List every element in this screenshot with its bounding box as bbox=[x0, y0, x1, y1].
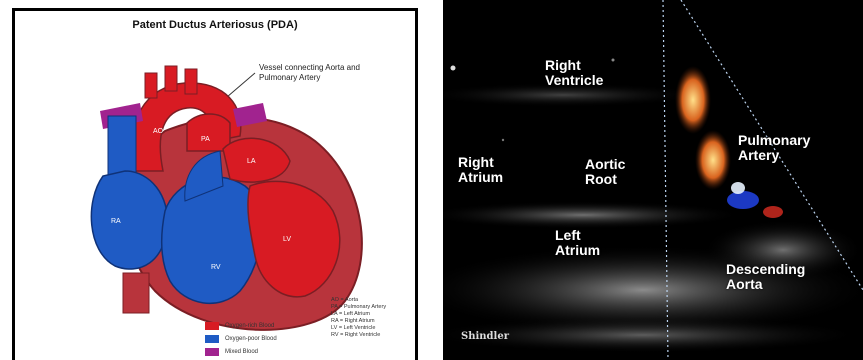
blood-legend: Oxygen-rich Blood Oxygen-poor Blood Mixe… bbox=[205, 319, 277, 358]
label-ao: AO bbox=[153, 128, 164, 135]
label-ra: RA bbox=[111, 218, 121, 225]
swatch-oxygen-poor bbox=[205, 335, 219, 343]
doppler-jet-mid bbox=[695, 130, 731, 190]
legend-label: Oxygen-poor Blood bbox=[225, 336, 277, 342]
pulmonary-artery bbox=[187, 114, 230, 151]
speck bbox=[451, 66, 456, 71]
label-aortic-root: Aortic Root bbox=[585, 157, 625, 187]
abbr-line: AO = Aorta bbox=[331, 297, 386, 304]
abbr-line: RV = Right Ventricle bbox=[331, 332, 386, 339]
label-right-ventricle: Right Ventricle bbox=[545, 58, 603, 88]
legend-item-oxygen-poor: Oxygen-poor Blood bbox=[205, 332, 277, 345]
legend-label: Mixed Blood bbox=[225, 349, 258, 355]
legend-label: Oxygen-rich Blood bbox=[225, 323, 274, 329]
abbr-line: RA = Right Atrium bbox=[331, 318, 386, 325]
legend-item-oxygen-rich: Oxygen-rich Blood bbox=[205, 319, 277, 332]
label-pa: PA bbox=[201, 136, 210, 143]
watermark: Shindler bbox=[461, 331, 509, 342]
label-lv: LV bbox=[283, 236, 291, 243]
label-right-atrium: Right Atrium bbox=[458, 155, 503, 185]
abbr-line: LA = Left Atrium bbox=[331, 311, 386, 318]
subclavian-artery bbox=[185, 69, 197, 94]
label-la: LA bbox=[247, 158, 256, 165]
abbr-line: PA = Pulmonary Artery bbox=[331, 304, 386, 311]
right-atrium bbox=[91, 171, 167, 269]
swatch-mixed bbox=[205, 348, 219, 356]
doppler-jet-white bbox=[731, 182, 745, 194]
brachiocephalic-artery bbox=[145, 73, 157, 98]
label-rv: RV bbox=[211, 264, 221, 271]
label-descending-aorta: Descending Aorta bbox=[726, 262, 805, 292]
label-pulmonary-artery: Pulmonary Artery bbox=[738, 133, 810, 163]
echocardiogram-panel: Right Ventricle Right Atrium Aortic Root… bbox=[443, 0, 863, 360]
speck bbox=[612, 59, 615, 62]
tissue-band-mid bbox=[443, 201, 743, 229]
inferior-vena-cava bbox=[123, 273, 149, 313]
swatch-oxygen-rich bbox=[205, 322, 219, 330]
label-left-atrium: Left Atrium bbox=[555, 228, 600, 258]
speck bbox=[502, 139, 504, 141]
doppler-jet-upper bbox=[675, 66, 711, 134]
doppler-jet-red bbox=[763, 206, 783, 218]
left-carotid-artery bbox=[165, 66, 177, 91]
doppler-jet-blue bbox=[727, 191, 759, 209]
abbreviation-key: AO = Aorta PA = Pulmonary Artery LA = Le… bbox=[331, 297, 386, 339]
abbr-line: LV = Left Ventricle bbox=[331, 325, 386, 332]
pda-diagram-panel: Patent Ductus Arteriosus (PDA) Vessel co… bbox=[12, 8, 418, 360]
ultrasound-image bbox=[443, 0, 863, 360]
legend-item-mixed: Mixed Blood bbox=[205, 345, 277, 358]
